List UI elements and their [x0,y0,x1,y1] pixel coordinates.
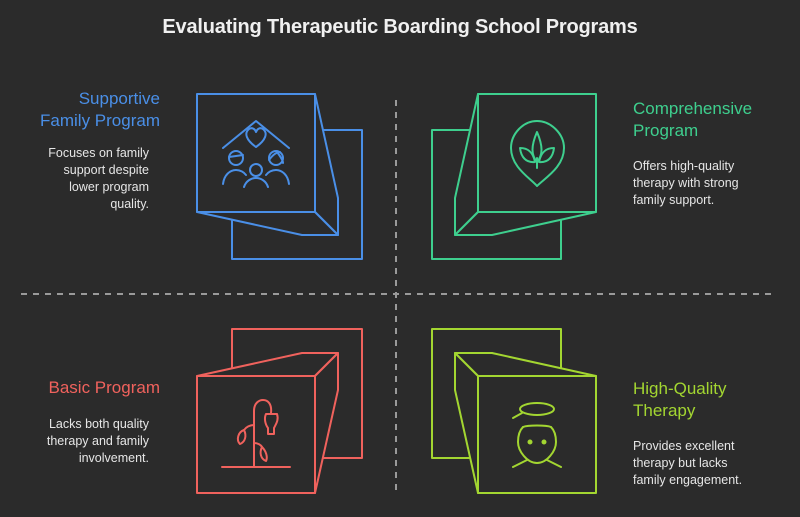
basic-program-label: Basic Program [10,377,160,399]
supportive-family-program-label: Supportive Family Program [20,88,160,132]
wilted-plant-icon [221,399,291,468]
high-quality-therapy-label: High-Quality Therapy [633,378,793,422]
high-quality-therapy-description: Provides excellent therapy but lacks fam… [633,438,798,489]
desc-line: support despite [63,163,149,177]
desc-line: family engagement. [633,473,743,487]
label-line: Supportive [78,89,160,108]
desc-line: therapy with strong [633,176,739,190]
desc-line: Offers high-quality [633,159,735,173]
label-line: Therapy [633,401,696,420]
basic-program-description: Lacks both quality therapy and family in… [10,416,149,467]
desc-line: family support. [633,193,715,207]
desc-line: therapy but lacks [633,456,728,470]
family-house-heart-icon [222,120,290,188]
desc-line: lower program [69,180,149,194]
label-line: High-Quality [633,379,727,398]
desc-line: involvement. [78,451,149,465]
desc-line: quality. [110,197,149,211]
label-line: Comprehensive [633,99,753,118]
label-line: Family Program [40,111,160,130]
basic-cube [196,328,363,494]
comprehensive-program-description: Offers high-quality therapy with strong … [633,158,793,209]
desc-line: Lacks both quality [48,417,149,431]
page-title: Evaluating Therapeutic Boarding School P… [162,16,638,38]
sprout-pin-icon [510,120,565,187]
supportive-cube [196,93,363,260]
high-quality-cube [431,328,597,494]
label-line: Program [633,121,699,140]
desc-line: Provides excellent [633,439,735,453]
supportive-family-program-description: Focuses on family support despite lower … [10,145,149,213]
label-line: Basic Program [48,378,160,397]
comprehensive-program-label: Comprehensive Program [633,98,793,142]
desc-line: Focuses on family [48,146,149,160]
desc-line: therapy and family [46,434,149,448]
person-halo-icon [512,402,562,468]
comprehensive-cube [431,93,597,260]
